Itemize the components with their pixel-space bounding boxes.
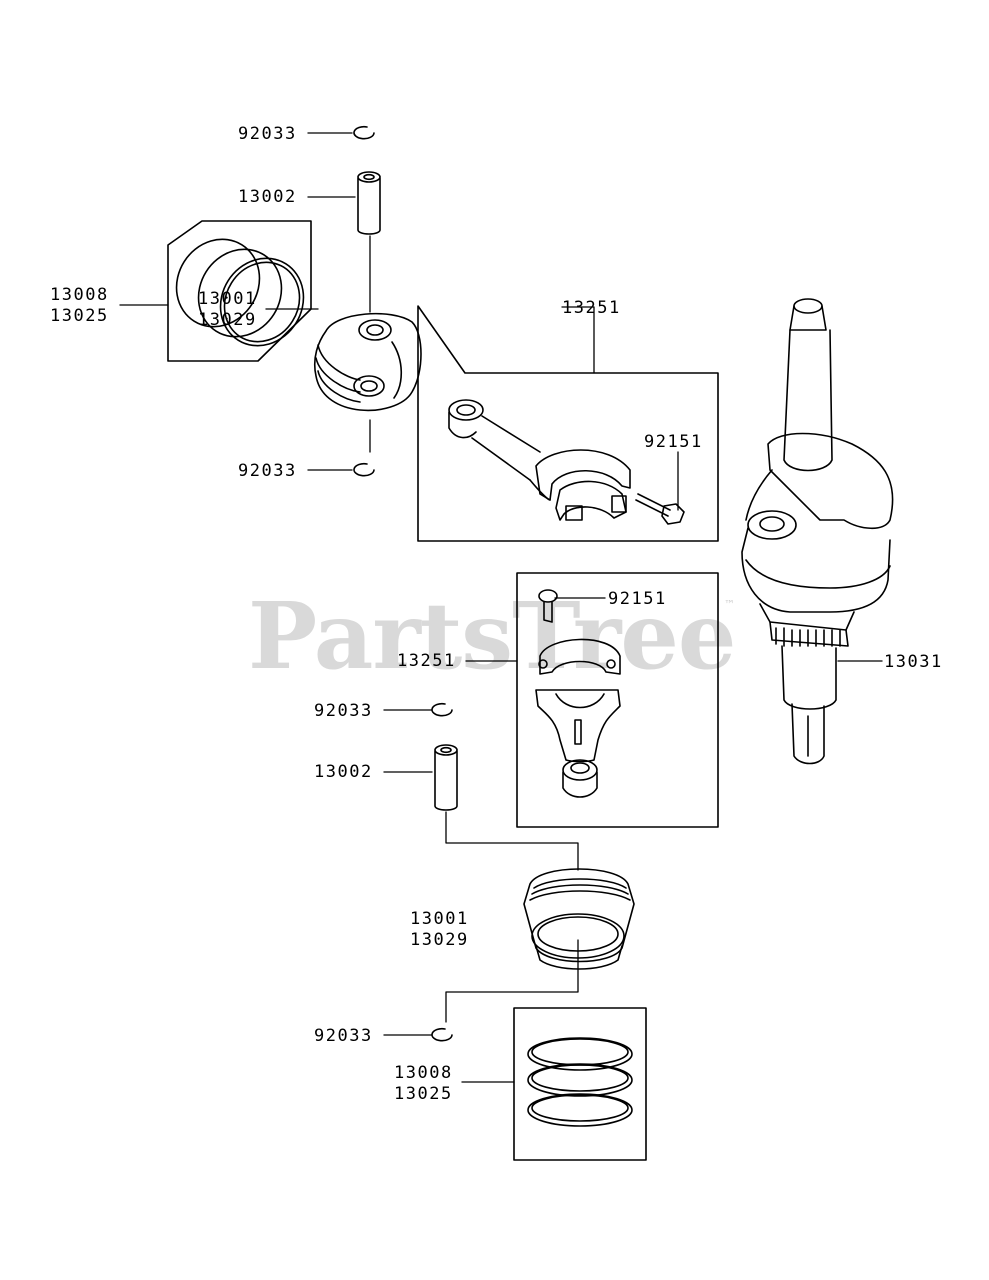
callout-circlip-bottom-upper[interactable]: 92033: [314, 701, 373, 721]
circlip-bottom-upper: [431, 702, 453, 717]
callout-rod-bolt-lower[interactable]: 92151: [608, 589, 667, 609]
callout-piston-top-b[interactable]: 13029: [198, 310, 257, 330]
callout-circlip-top-lower[interactable]: 92033: [238, 461, 297, 481]
callout-rod-bolt-upper[interactable]: 92151: [644, 432, 703, 452]
callout-crankshaft[interactable]: 13031: [884, 652, 943, 672]
callout-piston-pin-bottom[interactable]: 13002: [314, 762, 373, 782]
connecting-rod-box-lower: [516, 572, 719, 828]
piston-top: [313, 312, 422, 412]
crankshaft: [741, 298, 894, 765]
callout-ring-set-bottom-a[interactable]: 13008: [394, 1063, 453, 1083]
callout-ring-set-top-b[interactable]: 13025: [50, 306, 109, 326]
connecting-rod-box-upper: [417, 305, 719, 542]
callout-circlip-top-upper[interactable]: 92033: [238, 124, 297, 144]
trademark-mark: ™: [724, 598, 735, 611]
callout-circlip-bottom-lower[interactable]: 92033: [314, 1026, 373, 1046]
circlip-top-upper: [353, 125, 375, 140]
callout-ring-set-top-a[interactable]: 13008: [50, 285, 109, 305]
callout-piston-bottom-b[interactable]: 13029: [410, 930, 469, 950]
callout-connecting-rod-upper[interactable]: 13251: [562, 298, 621, 318]
ring-set-bottom: [513, 1007, 647, 1161]
leader-lines: [119, 132, 883, 1083]
parts-tree-watermark: PartsTree: [248, 582, 736, 690]
callout-connecting-rod-lower[interactable]: 13251: [397, 651, 456, 671]
piston-bottom: [523, 868, 635, 970]
piston-pin-top: [357, 171, 381, 235]
callout-piston-bottom-a[interactable]: 13001: [410, 909, 469, 929]
circlip-bottom-lower: [431, 1027, 453, 1042]
piston-pin-bottom: [434, 744, 458, 811]
callout-ring-set-bottom-b[interactable]: 13025: [394, 1084, 453, 1104]
callout-piston-pin-top[interactable]: 13002: [238, 187, 297, 207]
callout-piston-top-a[interactable]: 13001: [198, 289, 257, 309]
ring-set-top: [167, 220, 312, 362]
circlip-top-lower: [353, 462, 375, 477]
